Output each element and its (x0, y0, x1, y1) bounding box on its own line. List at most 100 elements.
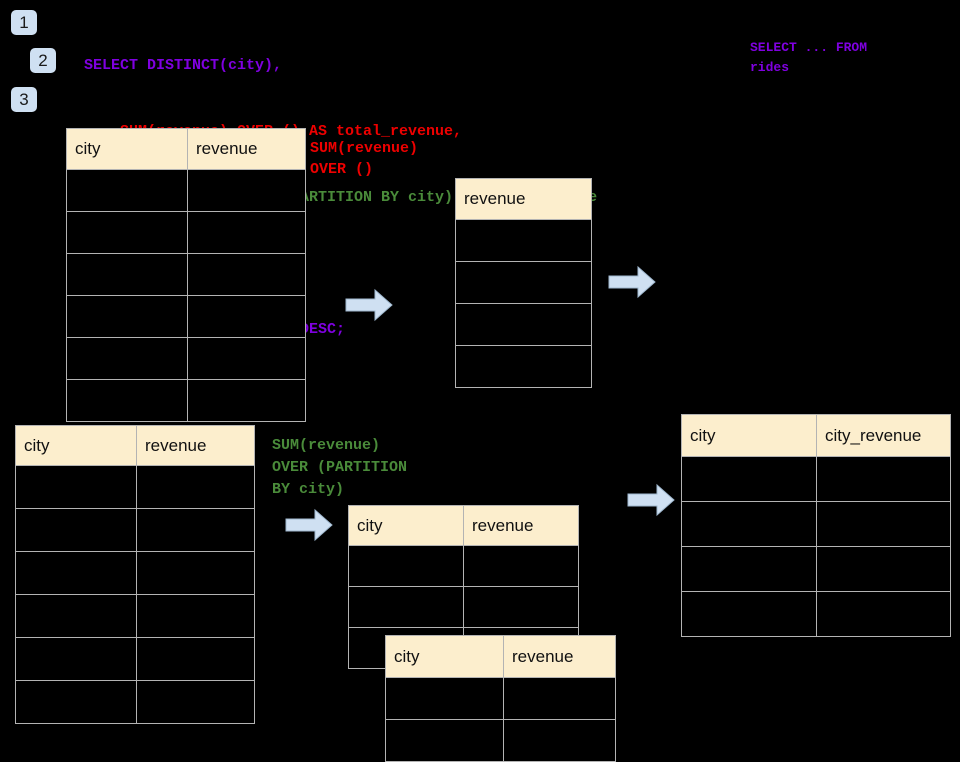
table-cell (187, 211, 306, 254)
table-row (66, 169, 306, 212)
table-cell (15, 551, 137, 595)
table-row (66, 295, 306, 338)
table-row (348, 586, 579, 628)
table-cell (66, 379, 188, 422)
table-cell (816, 546, 951, 592)
table-cell (816, 591, 951, 637)
arrow-glyph-icon (345, 288, 393, 322)
table-row (455, 303, 592, 346)
table-row (15, 680, 255, 724)
table-cell (66, 169, 188, 212)
table-row (348, 545, 579, 587)
table-cell (187, 337, 306, 380)
column-header-revenue: revenue (455, 178, 592, 220)
table-row (15, 637, 255, 681)
table-cell (66, 337, 188, 380)
table-cell (136, 637, 255, 681)
table-cell (136, 551, 255, 595)
table-row (66, 337, 306, 380)
table-row (455, 345, 592, 388)
table-cell (187, 379, 306, 422)
table-row (681, 501, 951, 547)
table-cell (463, 586, 579, 628)
table-header-row: revenue (455, 178, 592, 220)
table-row (455, 261, 592, 304)
arrow-groups-to-result (627, 483, 675, 517)
column-header-revenue: revenue (136, 425, 255, 466)
column-header-city: city (681, 414, 817, 457)
table-cell (455, 345, 592, 388)
table-cell (385, 719, 504, 762)
column-header-city: city (15, 425, 137, 466)
annotation-sum-over-partition: SUM(revenue) OVER (PARTITION BY city) (272, 437, 408, 498)
column-header-revenue: revenue (187, 128, 306, 170)
table-cell (816, 456, 951, 502)
table-row (15, 594, 255, 638)
table-cell (136, 680, 255, 724)
table-cell (455, 219, 592, 262)
column-header-city: city (348, 505, 464, 546)
arrow-glyph-icon (285, 508, 333, 542)
table-cell (681, 456, 817, 502)
table-cell (455, 261, 592, 304)
table-cell (681, 501, 817, 547)
table-row (15, 508, 255, 552)
table-cell (187, 169, 306, 212)
table-cell (503, 719, 616, 762)
annotation-sum-over-empty: SUM(revenue) OVER () (310, 140, 419, 178)
arrow-source-to-groups (285, 508, 333, 542)
column-header-city: city (66, 128, 188, 170)
table-cell (66, 295, 188, 338)
column-header-revenue: revenue (503, 635, 616, 678)
table-row (66, 253, 306, 296)
table-cell (187, 295, 306, 338)
table-cell (15, 594, 137, 638)
step-badge-2: 2 (30, 48, 56, 73)
table-cell (816, 501, 951, 547)
table-cell (385, 677, 504, 720)
table-cell (463, 545, 579, 587)
table-cell (455, 303, 592, 346)
table-cell (15, 680, 137, 724)
table-cell (66, 211, 188, 254)
table-cell (15, 637, 137, 681)
annotation-select-from-rides: SELECT ... FROM rides (750, 40, 868, 75)
table-cell (136, 594, 255, 638)
table-row (681, 591, 951, 637)
table-cell (348, 545, 464, 587)
table-row (681, 546, 951, 592)
arrow-source-to-total (345, 288, 393, 322)
table-cell (66, 253, 188, 296)
table-cell (681, 546, 817, 592)
table-cell (15, 465, 137, 509)
sql-line-select: SELECT DISTINCT(city), (84, 57, 283, 74)
column-header-city-revenue: city_revenue (816, 414, 951, 457)
arrow-glyph-icon (627, 483, 675, 517)
table-row (15, 551, 255, 595)
table-row (385, 677, 616, 720)
table-row (66, 211, 306, 254)
table-cell (503, 677, 616, 720)
table-row (681, 456, 951, 502)
table-cell (136, 465, 255, 509)
table-row (15, 465, 255, 509)
step-badge-3: 3 (11, 87, 37, 112)
table-cell (136, 508, 255, 552)
column-header-city: city (385, 635, 504, 678)
table-row (385, 719, 616, 762)
table-total-revenue: revenue (455, 178, 592, 388)
table-row (66, 379, 306, 422)
table-row (455, 219, 592, 262)
table-cell (681, 591, 817, 637)
table-cell (348, 586, 464, 628)
